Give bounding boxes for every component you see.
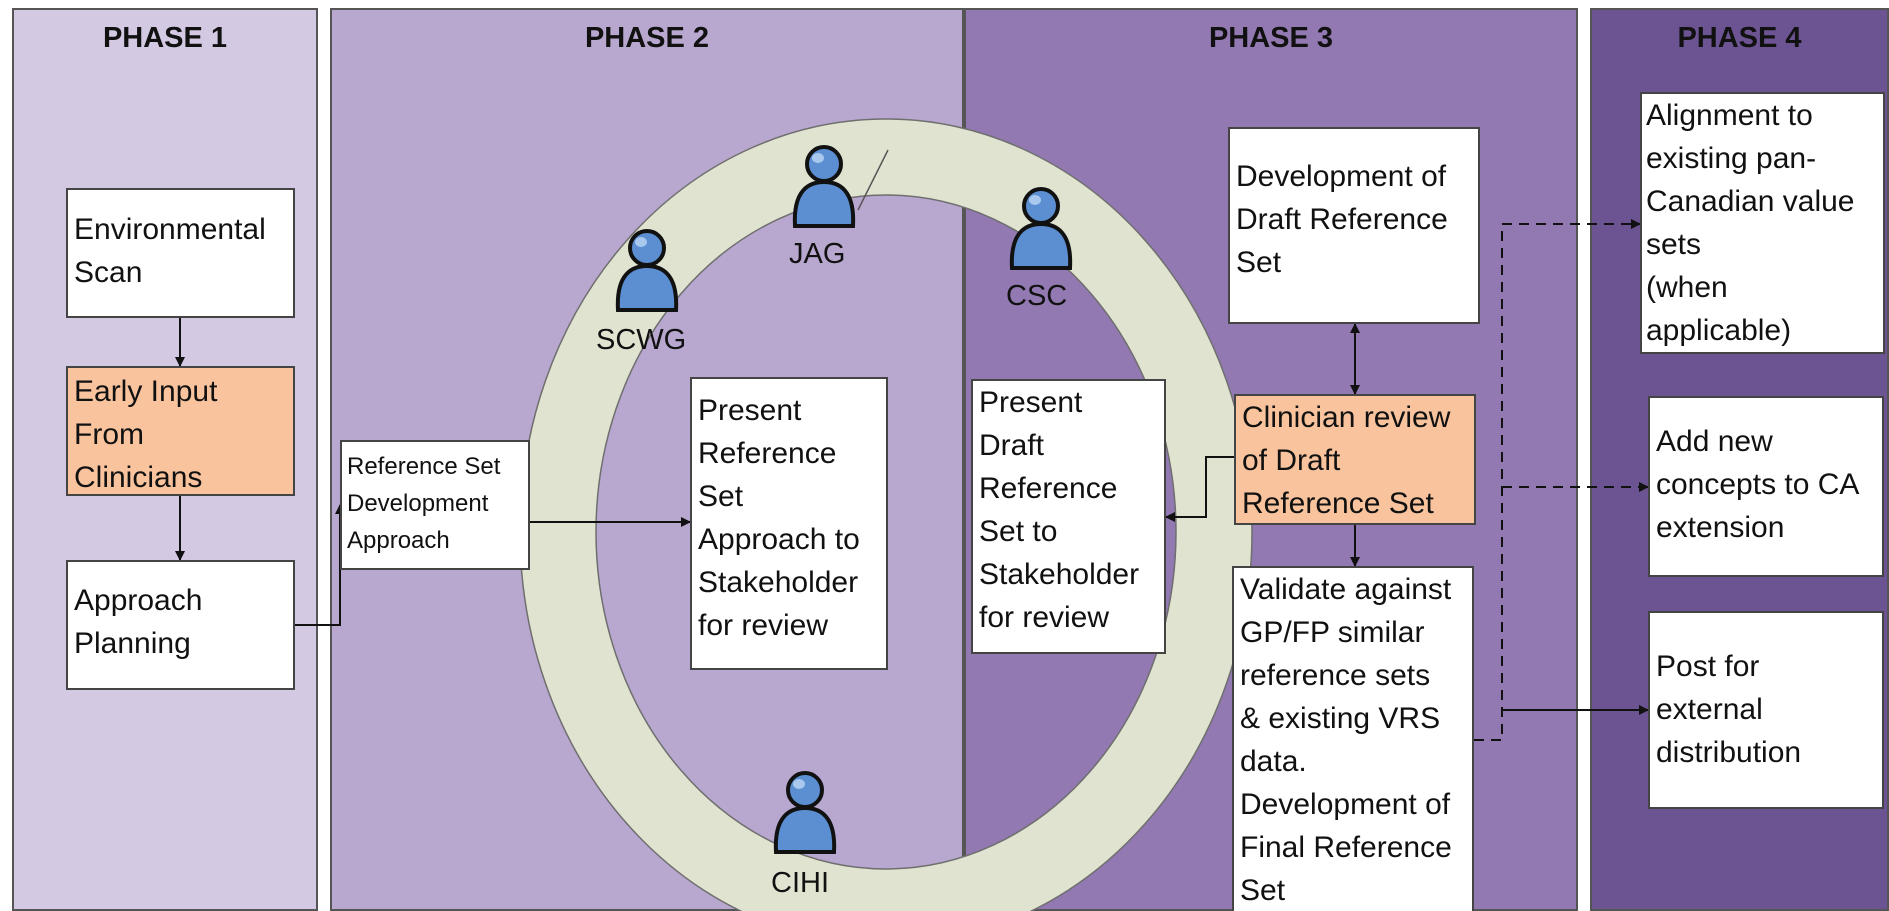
box-text-line: Early Input bbox=[74, 375, 218, 408]
box-text-line: Stakeholder bbox=[698, 566, 859, 599]
box-text-line: Present bbox=[979, 386, 1083, 419]
dashed-connector-trunk bbox=[1474, 224, 1503, 741]
stakeholder-ring bbox=[520, 119, 1252, 911]
box-text-line: Approach bbox=[347, 527, 450, 554]
box-text-line: (when bbox=[1646, 271, 1728, 304]
box-text-line: Reference bbox=[979, 472, 1118, 505]
box-text-line: sets bbox=[1646, 228, 1702, 261]
phase-2-title: PHASE 2 bbox=[584, 22, 710, 54]
box-text-line: Clinicians bbox=[74, 461, 203, 494]
csc-person-icon bbox=[1009, 187, 1073, 270]
scwg-label: SCWG bbox=[596, 324, 687, 356]
jag-person-icon bbox=[792, 145, 856, 228]
box-text-line: Planning bbox=[74, 627, 191, 660]
box-text-line: Set bbox=[1240, 874, 1286, 907]
box-text-line: Development of bbox=[1240, 788, 1451, 821]
present-draft-reference-set-box: Present Draft Reference Set to Stakehold… bbox=[971, 379, 1166, 654]
box-text-line: Draft Reference bbox=[1236, 203, 1448, 236]
add-new-concepts-box: Add new concepts to CA extension bbox=[1648, 396, 1884, 577]
box-text-line: Clinician review bbox=[1242, 401, 1451, 434]
scwg-person-icon bbox=[615, 229, 679, 312]
box-text-line: Reference bbox=[698, 437, 837, 470]
box-text-line: Set bbox=[1236, 246, 1282, 279]
approach-planning-box: Approach Planning bbox=[66, 560, 295, 690]
box-text-line: Set to bbox=[979, 515, 1058, 548]
box-text-line: extension bbox=[1656, 511, 1785, 544]
post-for-external-distribution-box: Post for external distribution bbox=[1648, 611, 1884, 809]
box-text-line: Alignment to bbox=[1646, 99, 1813, 132]
ring-seam-line bbox=[857, 149, 889, 211]
phase-3-title: PHASE 3 bbox=[1208, 22, 1334, 54]
box-text-line: distribution bbox=[1656, 736, 1802, 769]
box-text-line: Validate against bbox=[1240, 573, 1452, 606]
csc-label: CSC bbox=[1006, 280, 1068, 312]
phase-4-title: PHASE 4 bbox=[1677, 22, 1802, 54]
stakeholder-ring-inner-edge bbox=[595, 194, 1177, 870]
early-input-from-clinicians-box: Early Input From Clinicians bbox=[66, 366, 295, 496]
box-text-line: Post for bbox=[1656, 650, 1760, 683]
box-text-line: Development of bbox=[1236, 160, 1447, 193]
alignment-to-pan-canadian-value-sets-box: Alignment to existing pan- Canadian valu… bbox=[1640, 92, 1885, 354]
cihi-label: CIHI bbox=[771, 867, 829, 899]
cihi-person-icon bbox=[773, 771, 837, 854]
box-text-line: applicable) bbox=[1646, 314, 1792, 347]
box-text-line: Environmental bbox=[74, 213, 266, 246]
box-text-line: for review bbox=[979, 601, 1110, 634]
present-reference-set-approach-box: Present Reference Set Approach to Stakeh… bbox=[690, 377, 888, 670]
jag-label: JAG bbox=[789, 238, 846, 270]
box-text-line: Scan bbox=[74, 256, 143, 289]
clinician-review-box: Clinician review of Draft Reference Set bbox=[1234, 394, 1476, 525]
phase-1-title: PHASE 1 bbox=[102, 22, 228, 54]
box-text-line: Add new bbox=[1656, 425, 1773, 458]
validate-and-final-reference-set-box: Validate against GP/FP similar reference… bbox=[1232, 566, 1474, 911]
box-text-line: concepts to CA bbox=[1656, 468, 1860, 501]
box-text-line: Approach bbox=[74, 584, 203, 617]
box-text-line: Final Reference bbox=[1240, 831, 1452, 864]
box-text-line: for review bbox=[698, 609, 829, 642]
box-text-line: Set bbox=[698, 480, 744, 513]
box-text-line: Stakeholder bbox=[979, 558, 1140, 591]
box-text-line: external bbox=[1656, 693, 1763, 726]
box-text-line: Draft bbox=[979, 429, 1045, 462]
environmental-scan-box: Environmental Scan bbox=[66, 188, 295, 318]
box-text-line: Canadian value bbox=[1646, 185, 1855, 218]
arrow-planning-to-approach bbox=[295, 504, 345, 626]
development-of-draft-reference-set-box: Development of Draft Reference Set bbox=[1228, 127, 1480, 324]
box-text-line: existing pan- bbox=[1646, 142, 1817, 175]
box-text-line: & existing VRS bbox=[1240, 702, 1441, 735]
reference-set-development-approach-box: Reference Set Development Approach bbox=[340, 440, 530, 570]
box-text-line: reference sets bbox=[1240, 659, 1431, 692]
box-text-line: of Draft bbox=[1242, 444, 1341, 477]
box-text-line: Reference Set bbox=[1242, 487, 1434, 520]
arrow-clinician-to-present-draft bbox=[1165, 456, 1234, 522]
box-text-line: Present bbox=[698, 394, 802, 427]
box-text-line: From bbox=[74, 418, 144, 451]
box-text-line: GP/FP similar bbox=[1240, 616, 1425, 649]
box-text-line: Approach to bbox=[698, 523, 860, 556]
box-text-line: Development bbox=[347, 490, 489, 517]
box-text-line: Reference Set bbox=[347, 453, 501, 480]
box-text-line: data. bbox=[1240, 745, 1307, 778]
